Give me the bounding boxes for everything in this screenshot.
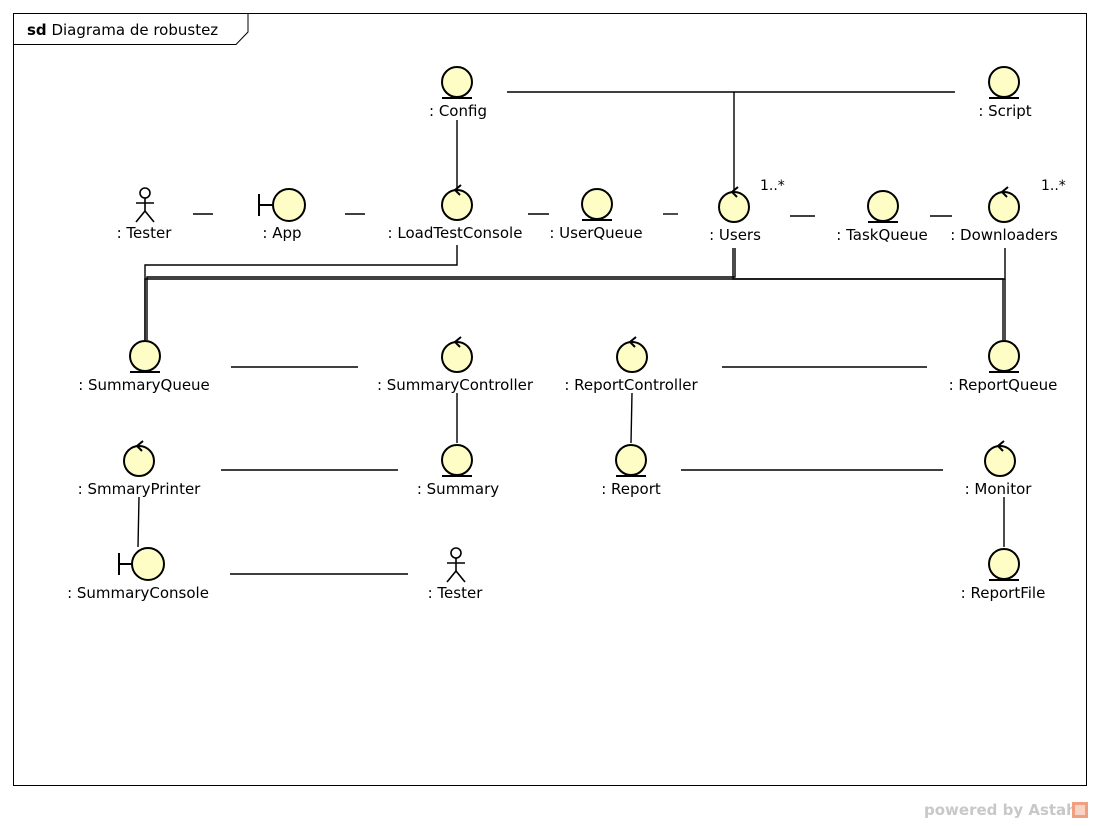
reportfile-label: : ReportFile xyxy=(961,584,1046,602)
control-icon xyxy=(616,336,648,373)
loadtestconsole-label: : LoadTestConsole xyxy=(388,224,523,242)
entity-icon xyxy=(441,444,473,476)
script-label: : Script xyxy=(978,102,1031,120)
astah-logo-icon xyxy=(1072,802,1088,818)
reportcontroller-label: : ReportController xyxy=(564,376,698,394)
summarycontroller-control[interactable]: : SummaryController xyxy=(377,336,534,394)
taskqueue-entity[interactable]: : TaskQueue xyxy=(836,190,928,244)
config-entity[interactable]: : Config xyxy=(429,66,487,120)
summaryqueue-label: : SummaryQueue xyxy=(78,376,210,394)
control-icon xyxy=(988,186,1020,223)
reportcontroller-control[interactable]: : ReportController xyxy=(564,336,698,394)
monitor-label: : Monitor xyxy=(965,480,1033,498)
frame-tab xyxy=(13,13,249,45)
control-icon xyxy=(441,336,473,373)
config-label: : Config xyxy=(429,102,487,120)
control-icon xyxy=(718,186,750,223)
app-boundary[interactable]: : App xyxy=(258,188,306,242)
summary-entity[interactable]: : Summary xyxy=(417,444,499,498)
tester-actor-bottom[interactable]: : Tester xyxy=(428,547,484,602)
reportqueue-entity[interactable]: : ReportQueue xyxy=(949,340,1058,394)
frame-title-text: Diagrama de robustez xyxy=(51,21,218,39)
summarycontroller-label: : SummaryController xyxy=(377,376,534,394)
downloaders-multiplicity: 1..* xyxy=(1041,178,1066,194)
control-icon xyxy=(441,184,473,221)
summaryconsole-label: : SummaryConsole xyxy=(67,584,209,602)
tester-actor[interactable]: : Tester xyxy=(117,187,173,242)
monitor-control[interactable]: : Monitor xyxy=(965,440,1033,498)
entity-icon xyxy=(441,66,473,98)
entity-icon xyxy=(581,188,613,220)
entity-icon xyxy=(615,444,647,476)
boundary-icon xyxy=(118,547,165,581)
frame-keyword: sd xyxy=(27,21,47,39)
users-control[interactable]: : Users xyxy=(709,186,761,244)
smmaryprinter-label: : SmmaryPrinter xyxy=(78,480,202,498)
userqueue-label: : UserQueue xyxy=(549,224,642,242)
astah-watermark: powered by Astah xyxy=(924,801,1077,819)
summary-label: : Summary xyxy=(417,480,499,498)
link-downloaders-summaryqueue[interactable] xyxy=(144,248,1006,340)
taskqueue-label: : TaskQueue xyxy=(836,226,927,244)
entity-icon xyxy=(988,66,1020,98)
reportqueue-label: : ReportQueue xyxy=(949,376,1058,394)
downloaders-control[interactable]: : Downloaders xyxy=(950,186,1058,244)
diagram-frame xyxy=(13,13,1087,786)
tester-bottom-label: : Tester xyxy=(428,584,484,602)
link-smmaryprinter-summaryconsole[interactable] xyxy=(137,496,140,548)
frame-title: sd Diagrama de robustez xyxy=(27,21,218,39)
tester-label: : Tester xyxy=(117,224,173,242)
link-reportcontroller-report[interactable] xyxy=(630,392,633,444)
control-icon xyxy=(984,440,1016,477)
entity-icon xyxy=(867,190,899,222)
users-multiplicity: 1..* xyxy=(760,178,785,194)
entity-icon xyxy=(988,548,1020,580)
reportfile-entity[interactable]: : ReportFile xyxy=(961,548,1046,602)
script-entity[interactable]: : Script xyxy=(978,66,1032,120)
report-entity[interactable]: : Report xyxy=(601,444,661,498)
link-users-summaryqueue[interactable] xyxy=(146,248,736,340)
userqueue-entity[interactable]: : UserQueue xyxy=(549,188,643,242)
summaryconsole-boundary[interactable]: : SummaryConsole xyxy=(67,547,209,602)
actor-icon xyxy=(446,547,466,583)
control-icon xyxy=(123,440,155,477)
app-label: : App xyxy=(262,224,301,242)
connectors xyxy=(137,91,1006,575)
entity-icon xyxy=(988,340,1020,372)
loadtestconsole-control[interactable]: : LoadTestConsole xyxy=(388,184,523,242)
entity-icon xyxy=(129,340,161,372)
users-label: : Users xyxy=(709,226,761,244)
actor-icon xyxy=(135,187,155,223)
report-label: : Report xyxy=(601,480,661,498)
summaryqueue-entity[interactable]: : SummaryQueue xyxy=(78,340,210,394)
downloaders-label: : Downloaders xyxy=(950,226,1058,244)
boundary-icon xyxy=(258,188,306,222)
smmaryprinter-control[interactable]: : SmmaryPrinter xyxy=(78,440,202,498)
